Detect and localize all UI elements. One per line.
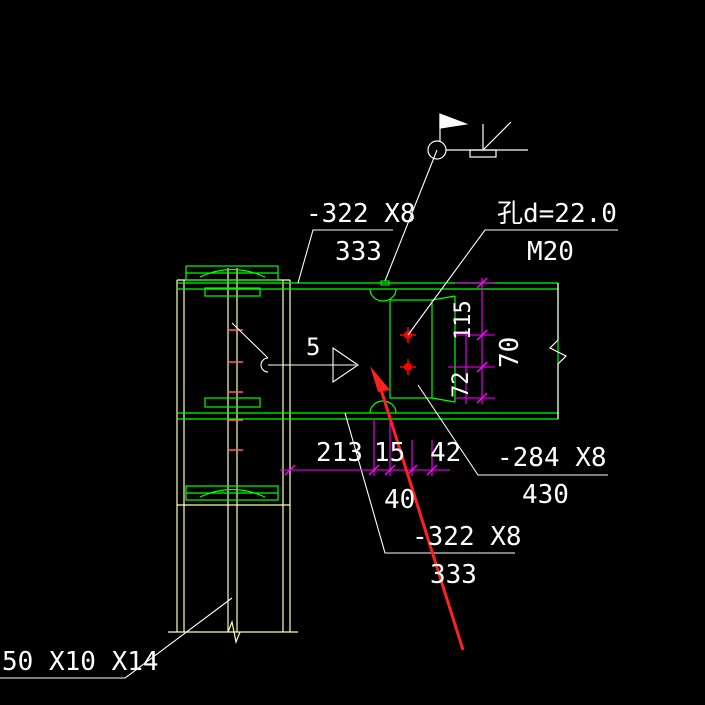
column-spec: 50 X10 X14 [2, 647, 159, 677]
dim-115: 115 [451, 300, 476, 340]
plate-top-length: 333 [335, 237, 382, 267]
weld-size: 5 [306, 333, 320, 361]
stiffener-spec: -284 X8 [497, 443, 607, 473]
hole-spec: 孔d=22.0 [497, 199, 617, 229]
dim-42: 42 [430, 438, 461, 468]
column-cap-mid [204, 397, 261, 408]
annotation-arrow [370, 366, 465, 651]
web-marks [227, 329, 243, 451]
plate-top-spec: -322 X8 [306, 199, 416, 229]
bolt-spec: M20 [527, 237, 574, 267]
break-line [548, 283, 568, 419]
dim-40: 40 [384, 485, 415, 515]
plate-bottom-length: 333 [430, 560, 477, 590]
plate-bottom-spec: -322 X8 [412, 522, 522, 552]
column-cap-top [185, 265, 279, 297]
dimension-lines [280, 277, 495, 476]
column-cap-bottom [185, 485, 279, 501]
leader-lines [0, 149, 618, 679]
bolt-icon [400, 359, 416, 375]
weld-symbol-icon [427, 113, 528, 160]
dim-15: 15 [374, 438, 405, 468]
stiffener-length: 430 [522, 480, 569, 510]
dim-72: 72 [449, 372, 474, 399]
dim-70: 70 [495, 337, 525, 368]
dim-213: 213 [316, 438, 363, 468]
